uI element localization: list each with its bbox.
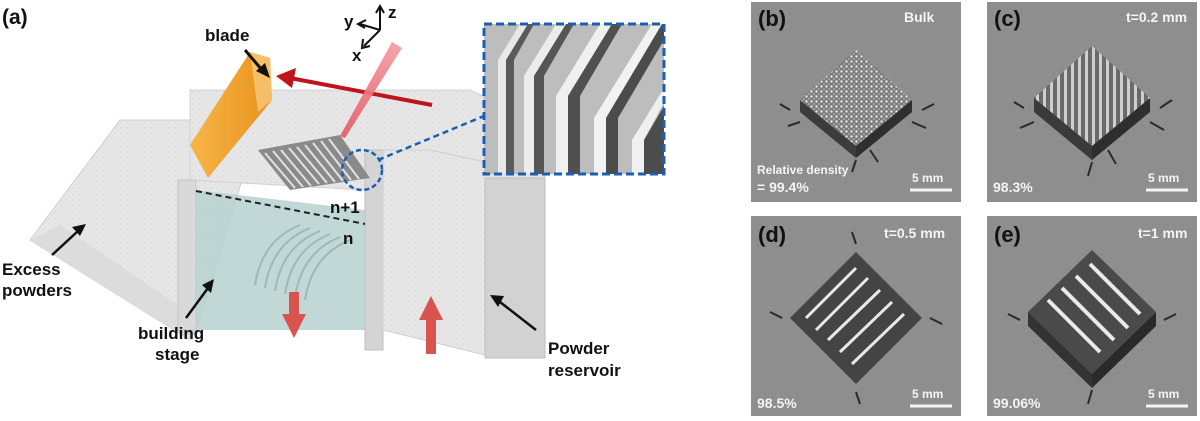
zoom-connector — [377, 114, 485, 162]
photo-panel-e: (e) t=1 mm 99.06% 5 mm — [987, 216, 1197, 416]
photo-c-tag: t=0.2 mm — [1126, 9, 1187, 25]
laser-beam — [340, 42, 402, 138]
layer-boundary-line — [195, 190, 366, 225]
photo-panel-b: (b) Bulk Relative density = 99.4% 5 mm — [751, 2, 961, 202]
buried-part — [254, 224, 351, 301]
blade-label: blade — [205, 26, 249, 45]
photo-c-scale: 5 mm — [1148, 171, 1179, 185]
photo-c-letter: (c) — [994, 6, 1021, 31]
photo-panel-d: (d) t=0.5 mm 98.5% 5 mm — [751, 216, 961, 416]
layer-label-n: n — [343, 229, 353, 248]
photo-b-letter: (b) — [758, 6, 786, 31]
photo-d-density: 98.5% — [757, 395, 797, 411]
zoom-circle — [340, 148, 384, 192]
building-stage-chamber — [196, 190, 365, 330]
stage-down-arrow — [282, 292, 306, 338]
photo-e-scale: 5 mm — [1148, 387, 1179, 401]
blade-motion-arrow — [289, 76, 433, 107]
stage-pointer — [184, 287, 210, 319]
excess-powder-front — [30, 225, 200, 340]
reservoir-up-arrow — [419, 296, 443, 354]
coordinate-axes — [355, 3, 385, 50]
layer-label-n-plus-1: n+1 — [330, 198, 360, 217]
blade-pointer-head — [256, 63, 270, 78]
stage-label-line1: building — [138, 324, 204, 343]
photo-b-density: = 99.4% — [757, 179, 809, 195]
photo-e-letter: (e) — [994, 222, 1021, 247]
specimen-b — [779, 50, 935, 173]
stage-pointer-head — [202, 279, 214, 293]
axis-label-y: y — [344, 12, 354, 31]
specimen-e — [1007, 250, 1177, 405]
axis-label-z: z — [388, 3, 397, 22]
blade-motion-arrowhead — [276, 68, 296, 88]
blade-pointer-arrow — [243, 49, 264, 71]
photo-b-scale: 5 mm — [912, 171, 943, 185]
reservoir-pointer-head — [490, 295, 504, 307]
reservoir-label-line1: Powder — [548, 339, 610, 358]
specimen-d — [769, 231, 943, 405]
stage-label-line2: stage — [155, 345, 199, 364]
photo-b-density-label: Relative density — [757, 163, 849, 177]
photo-e-density: 99.06% — [993, 395, 1041, 411]
photo-d-tag: t=0.5 mm — [884, 225, 945, 241]
axis-label-x: x — [352, 46, 362, 65]
photo-d-scale: 5 mm — [912, 387, 943, 401]
specimen-c — [1013, 46, 1173, 177]
reservoir-label-line2: reservoir — [548, 361, 621, 380]
photo-c-density: 98.3% — [993, 179, 1033, 195]
reservoir-right-wall — [484, 177, 546, 359]
zoom-inset — [482, 22, 666, 176]
excess-label-line1: Excess — [2, 260, 61, 279]
photo-panel-c: (c) t=0.2 mm 98.3% 5 mm — [987, 2, 1197, 202]
panel-a: (a) n+1 n — [2, 3, 666, 380]
blade — [190, 52, 272, 178]
reservoir-pointer — [499, 301, 537, 331]
excess-pointer — [51, 230, 79, 256]
photo-b-tag: Bulk — [904, 9, 935, 25]
panel-a-letter: (a) — [2, 6, 28, 29]
photo-e-tag: t=1 mm — [1138, 225, 1187, 241]
excess-label-line2: powders — [2, 281, 72, 300]
photo-d-letter: (d) — [758, 222, 786, 247]
excess-pointer-head — [72, 224, 86, 236]
